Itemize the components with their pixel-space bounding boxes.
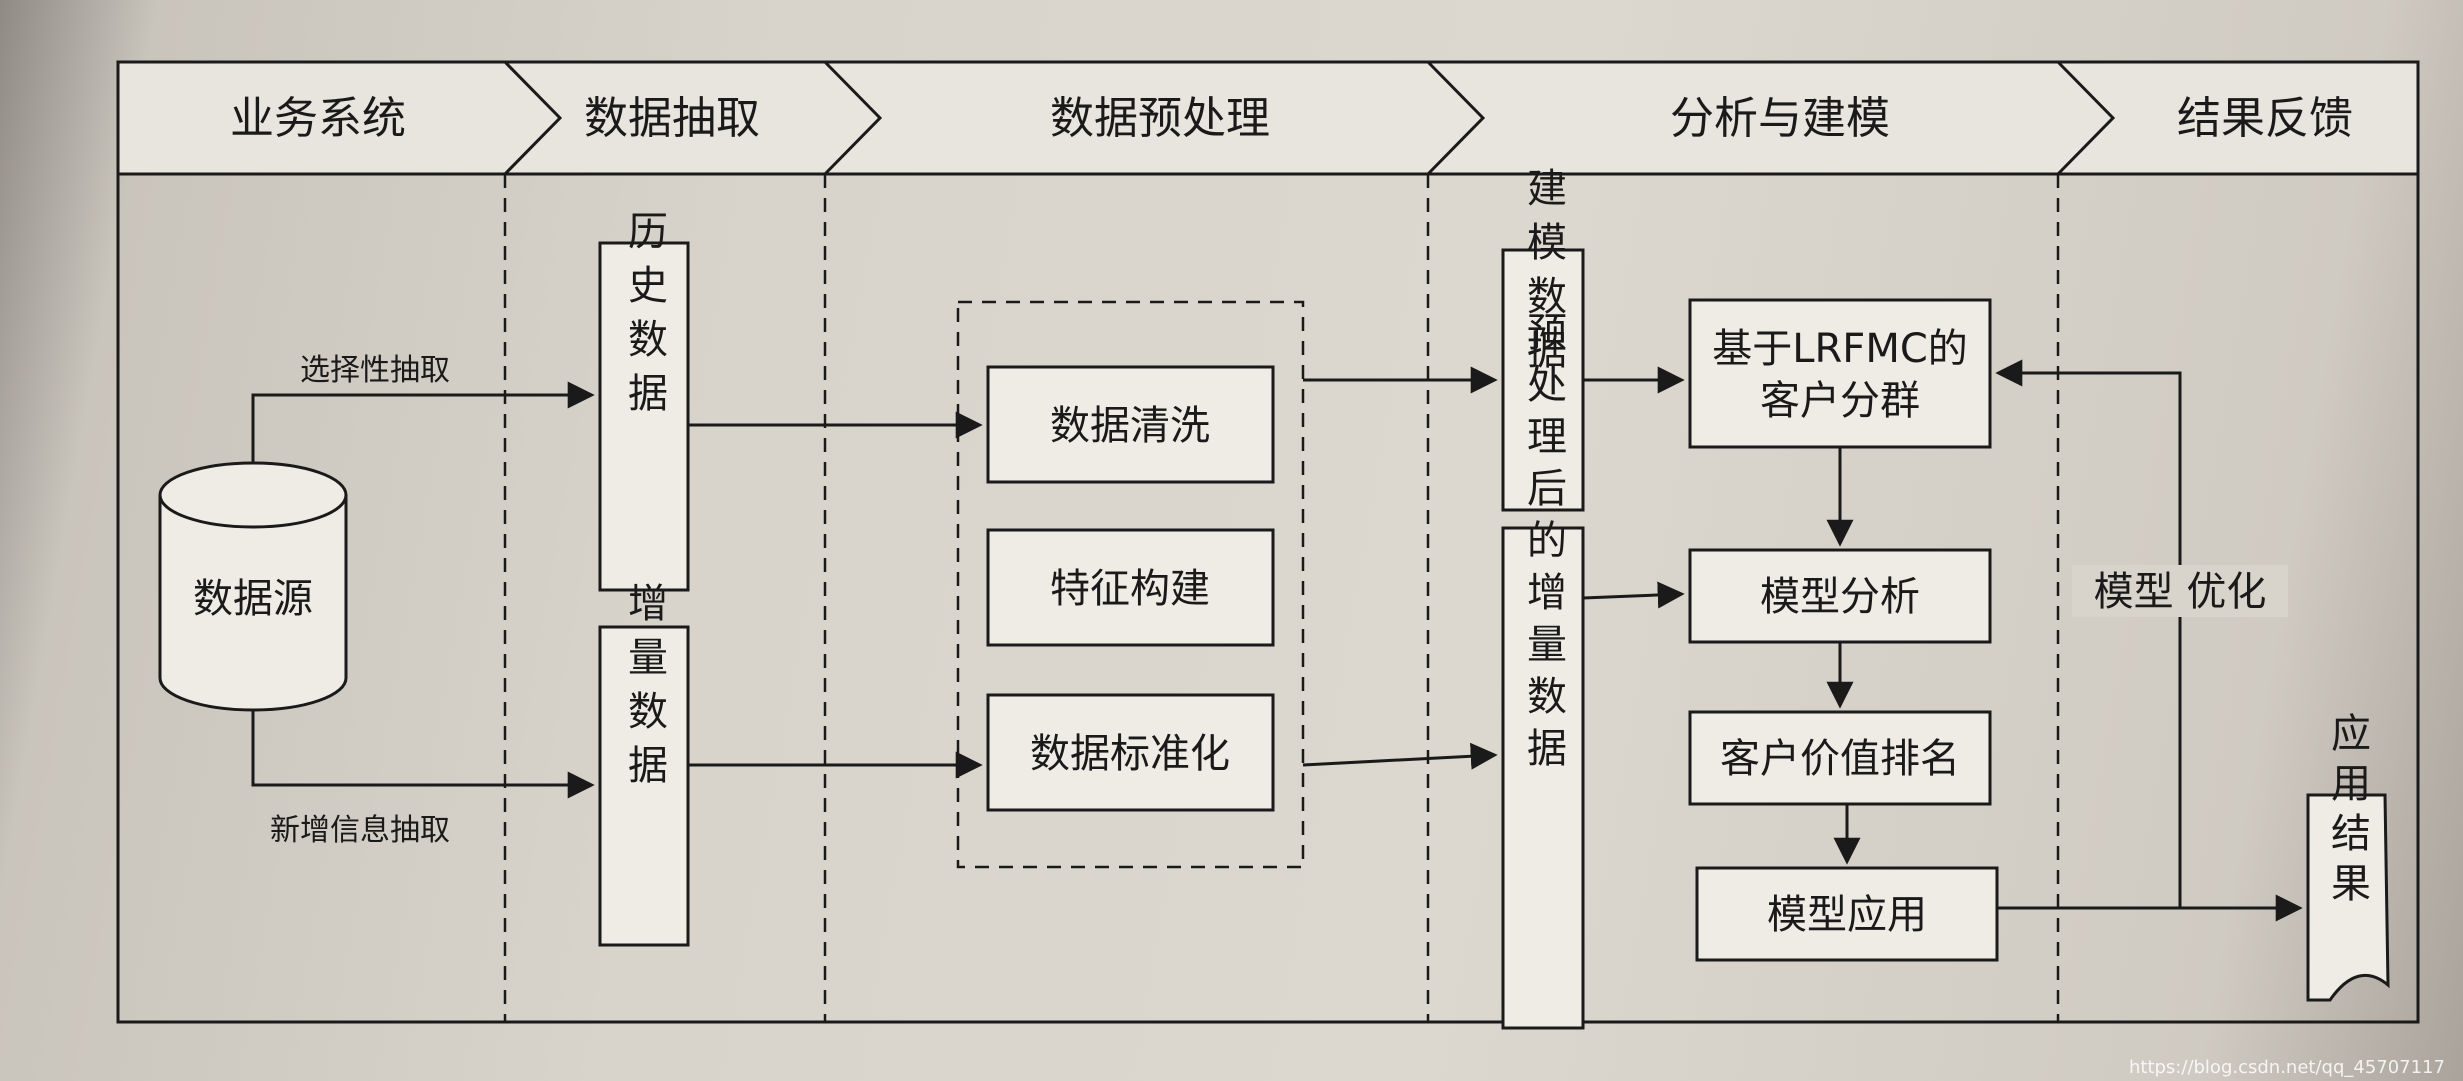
history-data-box [598, 241, 690, 592]
data-cleaning-label: 数据清洗 [1050, 403, 1210, 449]
application-result-document: 应用结果 [2306, 712, 2390, 1002]
preprocessed-incremental-data-label: 预处理后的增量数据 [1520, 311, 1566, 779]
customer-value-ranking-box [1688, 710, 1992, 806]
edge-label-new-info-extraction: 新增信息抽取 [270, 813, 450, 848]
model-analysis-label: 模型分析 [1760, 574, 1920, 620]
edge-model-optimization-feedback [1995, 359, 2182, 908]
modeling-data-box [1501, 248, 1585, 512]
model-optimization-label-bg [2072, 565, 2288, 617]
edge-preprocessing-to-preprocessed-incremental [1302, 742, 1498, 770]
chevron-separator-1 [503, 60, 563, 176]
model-analysis-box [1688, 548, 1992, 644]
data-source-label: 数据源 [193, 576, 313, 622]
stage-label-data-extraction: 数据抽取 [584, 93, 760, 144]
edge-preprocessed-to-model-analysis [1582, 581, 1685, 609]
feature-construction-box [986, 528, 1275, 647]
history-data-label: 历史数据 [621, 210, 667, 426]
model-application-box [1695, 866, 1999, 962]
edge-label-model-optimization: 模型 优化 [2094, 569, 2267, 615]
feature-construction-label: 特征构建 [1050, 566, 1210, 612]
edge-new-info-extraction [251, 710, 595, 799]
stage-label-business-system: 业务系统 [230, 93, 406, 144]
chevron-separator-2 [823, 60, 883, 176]
watermark: https://blog.csdn.net/qq_45707117 [2129, 1057, 2445, 1078]
data-standardization-box [986, 693, 1275, 812]
lrfmc-clustering-label-line2: 客户分群 [1760, 378, 1920, 424]
data-source-cylinder: 数据源 [158, 461, 348, 712]
lrfmc-clustering-label-line1: 基于LRFMC的 [1712, 326, 1968, 372]
model-application-label: 模型应用 [1767, 892, 1927, 938]
chevron-separator-3 [1426, 60, 1486, 176]
chevron-separator-4 [2056, 60, 2116, 176]
preprocessing-group [956, 300, 1305, 869]
incremental-data-label: 增量数据 [621, 582, 667, 798]
preprocessed-incremental-data-box [1501, 526, 1585, 1030]
lrfmc-clustering-box [1688, 298, 1992, 449]
edge-selective-extraction [251, 381, 595, 463]
stage-header-band [116, 60, 2420, 176]
customer-value-ranking-label: 客户价值排名 [1720, 736, 1960, 782]
incremental-data-box [598, 625, 690, 947]
data-standardization-label: 数据标准化 [1030, 731, 1230, 777]
stage-label-result-feedback: 结果反馈 [2177, 93, 2353, 144]
stage-label-analysis-modeling: 分析与建模 [1670, 93, 1890, 144]
edge-label-selective-extraction: 选择性抽取 [300, 353, 450, 388]
application-result-label: 应用结果 [2324, 712, 2370, 912]
stage-label-data-preprocessing: 数据预处理 [1050, 93, 1270, 144]
modeling-data-label: 建模数据 [1520, 167, 1566, 383]
data-cleaning-box [986, 365, 1275, 484]
